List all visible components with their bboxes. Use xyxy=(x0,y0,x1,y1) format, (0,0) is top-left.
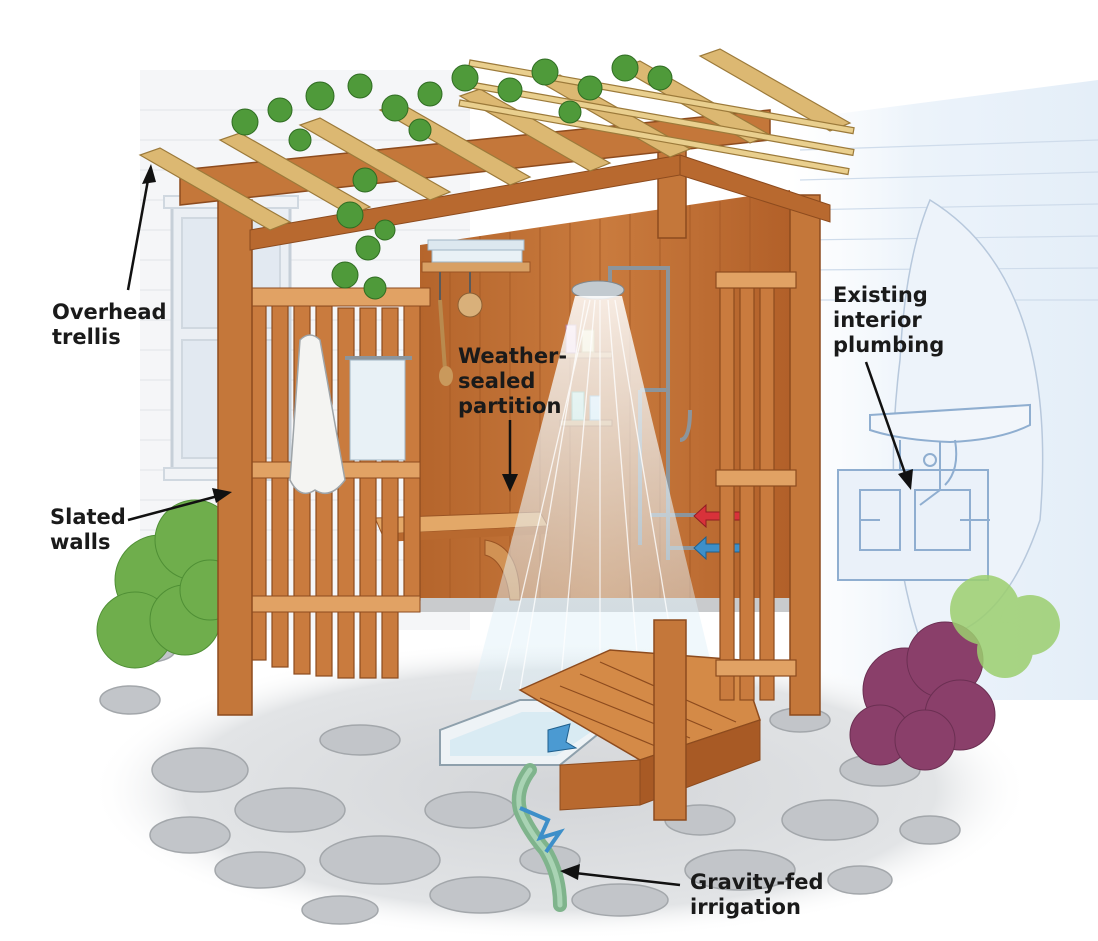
callout-weather-sealed-partition: Weather- sealed partition xyxy=(458,344,567,419)
callout-existing-interior-plumbing: Existing interior plumbing xyxy=(833,283,944,358)
hanging-robe xyxy=(289,334,346,495)
slatted-wall-right xyxy=(715,271,797,701)
callout-partition-line2: sealed xyxy=(458,369,536,393)
overhead-trellis xyxy=(138,48,855,231)
towel-bar xyxy=(345,356,412,461)
shrub-right-purple xyxy=(849,621,996,771)
callout-partition-line3: partition xyxy=(458,394,562,418)
callout-overhead-trellis-line2: trellis xyxy=(52,325,121,349)
callout-irrigation-line1: Gravity-fed xyxy=(690,870,824,894)
callout-slated-walls-line2: walls xyxy=(50,530,111,554)
callout-plumbing-line2: interior xyxy=(833,308,922,332)
callout-overhead-trellis: Overhead trellis xyxy=(52,300,167,350)
towel-shelf xyxy=(421,239,531,386)
callout-slated-walls: Slated walls xyxy=(50,505,126,555)
irrigation-hose xyxy=(511,763,567,912)
callout-partition-line1: Weather- xyxy=(458,344,568,368)
callout-gravity-fed-irrigation: Gravity-fed irrigation xyxy=(690,870,824,920)
callout-plumbing-line3: plumbing xyxy=(833,333,945,357)
interior-sink xyxy=(837,403,1031,581)
drain-flow-arrow xyxy=(547,723,578,753)
climbing-vine xyxy=(231,54,673,300)
callout-irrigation-line2: irrigation xyxy=(690,895,801,919)
house-wall-right xyxy=(790,80,1098,700)
shrub-right-green xyxy=(950,575,1060,678)
callout-plumbing-line1: Existing xyxy=(833,283,928,307)
callout-overhead-trellis-line1: Overhead xyxy=(52,300,167,324)
callout-leaders xyxy=(126,164,913,887)
callout-slated-walls-line1: Slated xyxy=(50,505,126,529)
